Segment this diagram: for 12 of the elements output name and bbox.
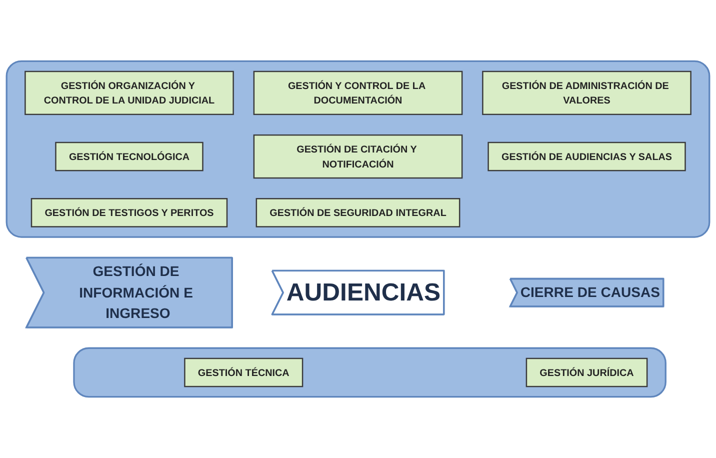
cluster — [73, 347, 666, 398]
node-box: GESTIÓN JURÍDICA — [526, 358, 648, 388]
node-box: GESTIÓN DE CITACIÓN Y NOTIFICACIÓN — [253, 134, 463, 179]
node-box: GESTIÓN DE TESTIGOS Y PERITOS — [30, 198, 228, 228]
node-box: GESTIÓN DE SEGURIDAD INTEGRAL — [256, 198, 460, 228]
node-box: GESTIÓN DE ADMINISTRACIÓN DE VALORES — [482, 70, 692, 116]
node-box: GESTIÓN ORGANIZACIÓN Y CONTROL DE LA UNIDAD JUDICIAL — [24, 70, 234, 116]
node-box: GESTIÓN TÉCNICA — [184, 358, 304, 388]
node-box: GESTIÓN Y CONTROL DE LA DOCUMENTACIÓN — [253, 70, 463, 116]
node-box: GESTIÓN TECNOLÓGICA — [55, 142, 204, 172]
cluster — [6, 60, 710, 238]
node-box: GESTIÓN DE AUDIENCIAS Y SALAS — [488, 142, 686, 172]
